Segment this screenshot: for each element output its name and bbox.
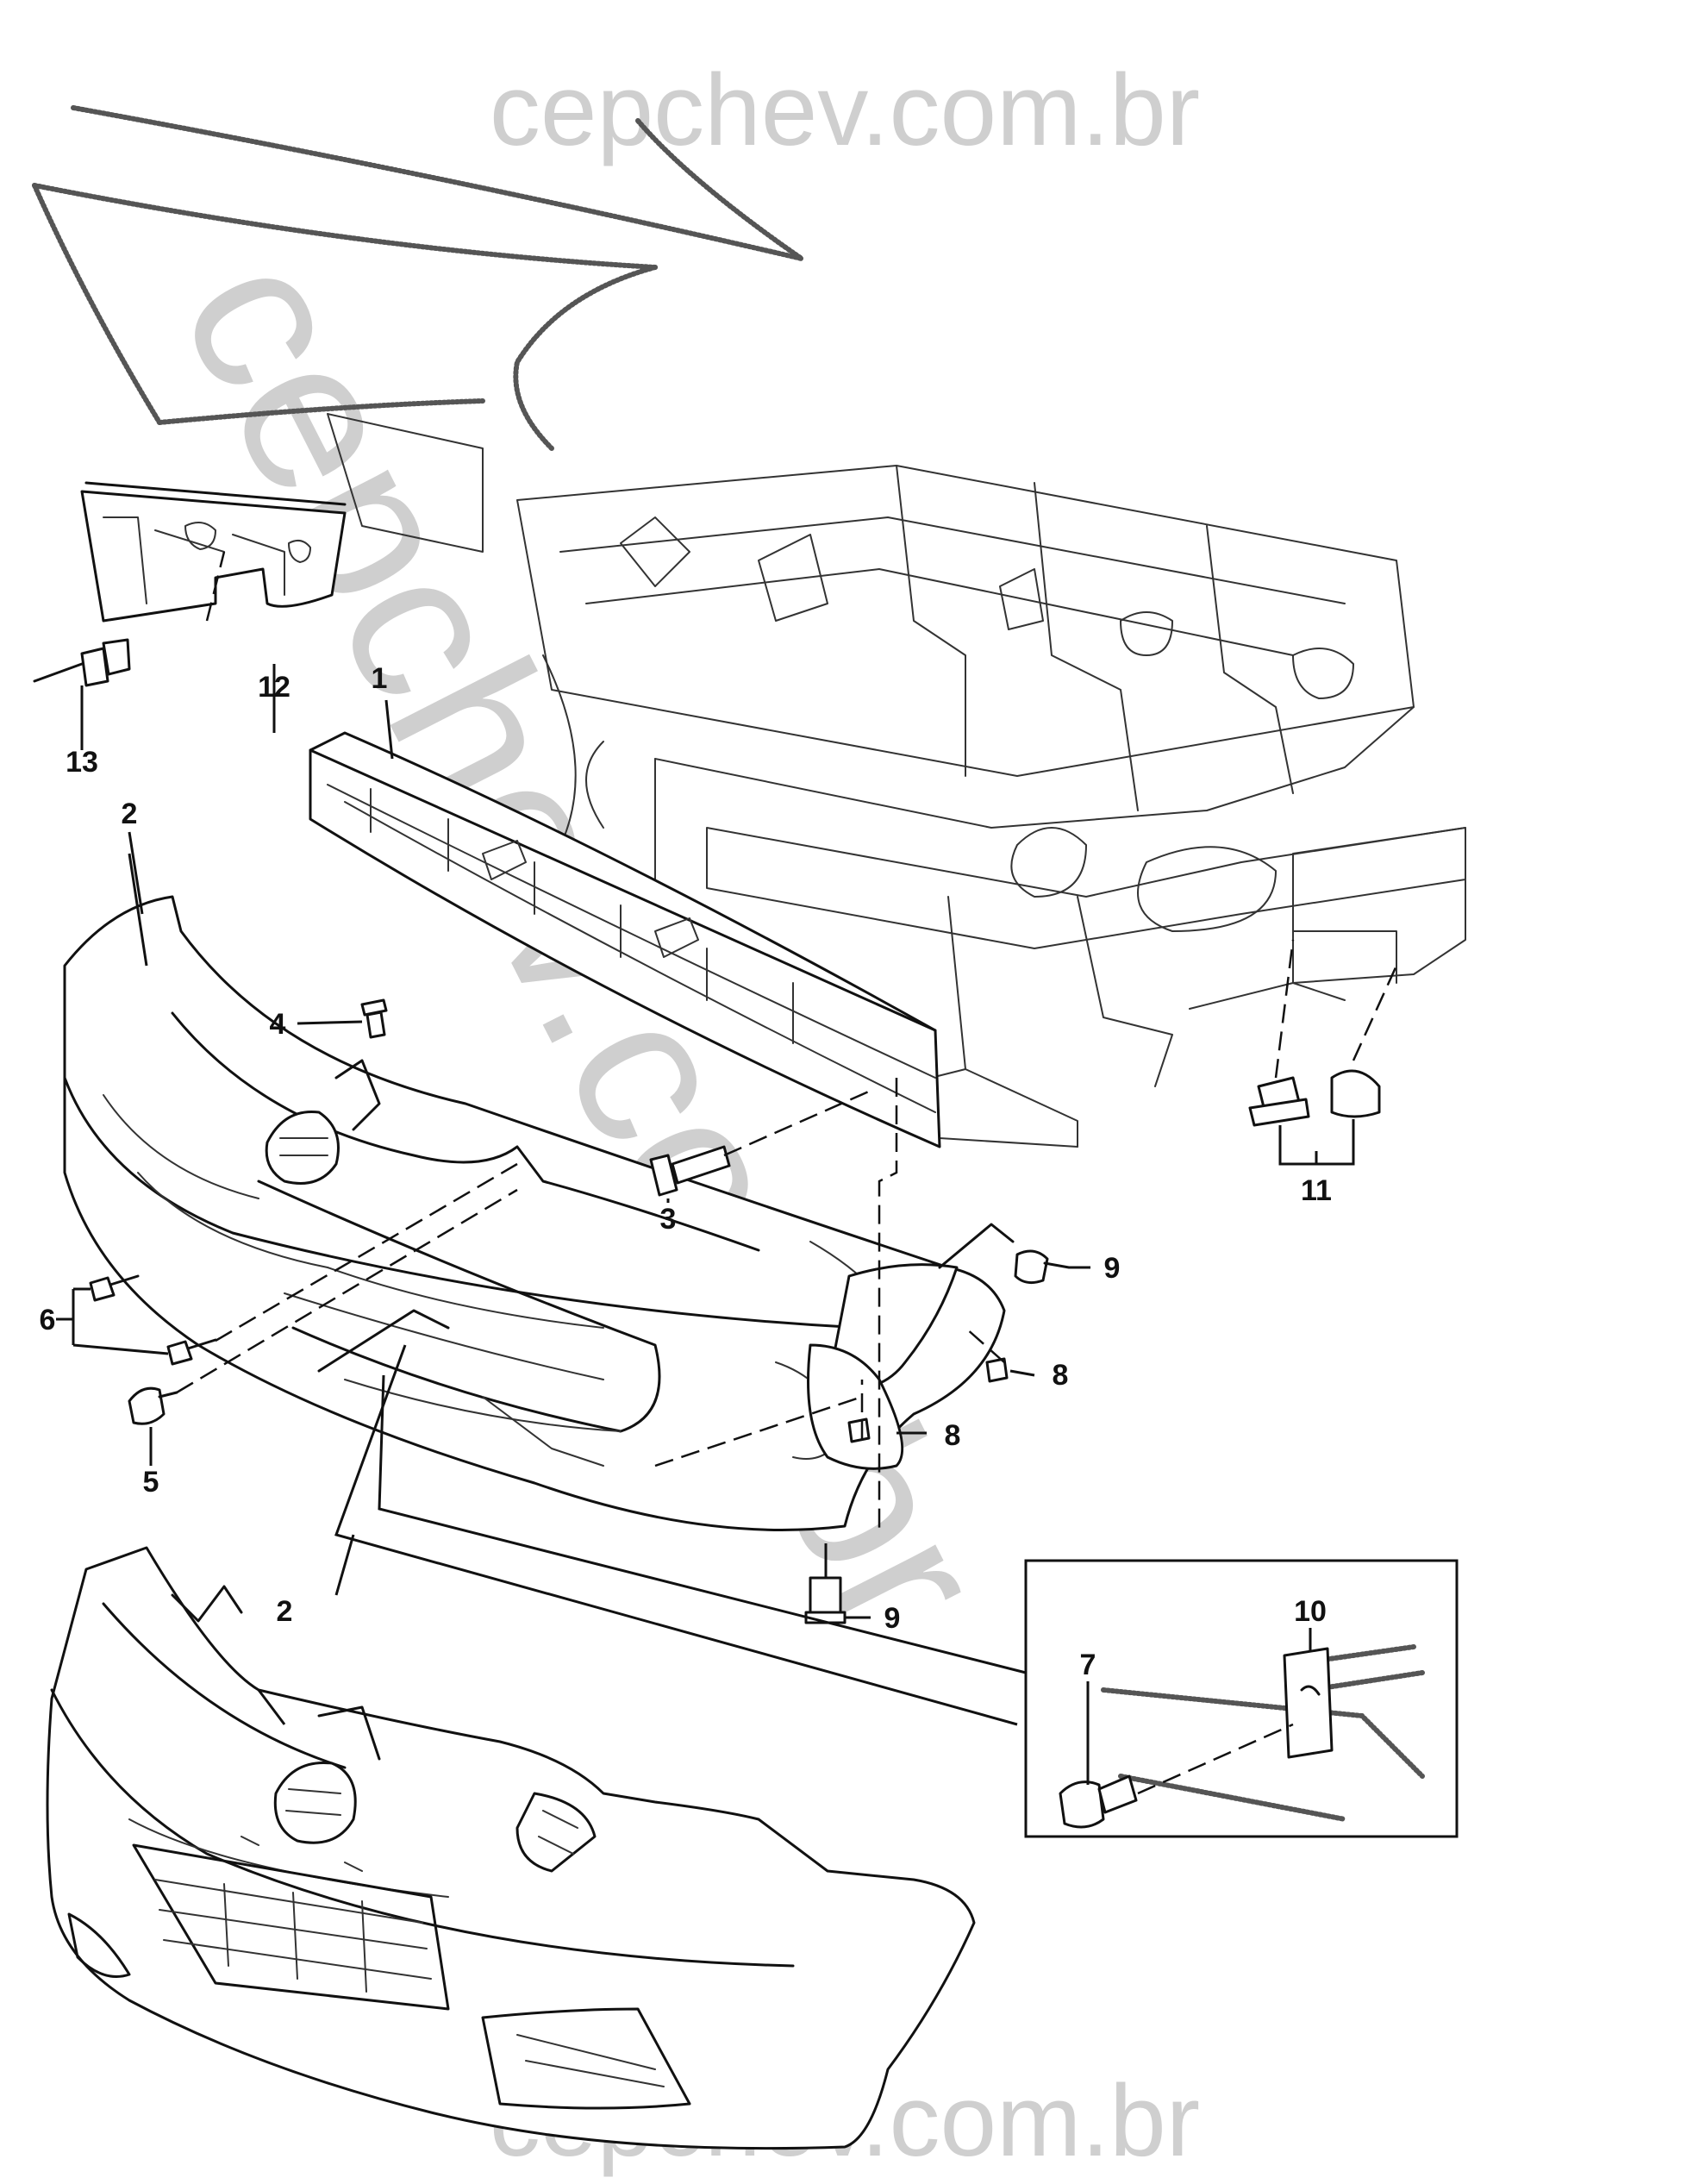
label-3: 3 <box>660 1203 677 1236</box>
label-5: 5 <box>143 1466 159 1499</box>
watermark-top: cepchev.com.br <box>490 53 1200 167</box>
label-9-top: 9 <box>1104 1252 1121 1285</box>
hood-outline <box>32 105 804 553</box>
part-12-bracket <box>80 481 347 623</box>
label-9-bottom: 9 <box>884 1602 901 1635</box>
detail-inset-box <box>1024 1559 1459 1838</box>
label-2-bottom: 2 <box>277 1595 293 1628</box>
part-13-pin <box>33 638 131 687</box>
part-1-impact-beam <box>309 731 941 1148</box>
label-6: 6 <box>40 1304 56 1336</box>
assembly-dash-lines <box>176 551 1398 1535</box>
label-7: 7 <box>1080 1649 1096 1681</box>
label-11: 11 <box>1301 1174 1332 1207</box>
part-2-front-bumper-upper <box>63 895 1015 1531</box>
label-13: 13 <box>66 746 98 779</box>
part-5-push-clip <box>128 1386 178 1425</box>
label-10: 10 <box>1294 1595 1327 1628</box>
part-2-front-bumper-lower <box>46 1546 976 2150</box>
part-9-bolts <box>804 1249 1071 1624</box>
part-11-bumper-stops <box>1248 1069 1381 1127</box>
part-8-screws <box>847 1357 1009 1443</box>
engine-bay-structure <box>516 465 1466 1148</box>
part-3-bolt <box>649 1145 731 1197</box>
part-labels: 1 2 2 3 4 5 6 7 8 8 9 9 10 11 12 13 <box>40 662 1332 1681</box>
label-8-lower: 8 <box>945 1419 961 1452</box>
part-4-clip <box>360 998 388 1039</box>
part-6-screws <box>89 1274 217 1366</box>
label-1: 1 <box>372 662 388 695</box>
label-12: 12 <box>258 671 290 704</box>
label-8-right: 8 <box>1053 1359 1069 1392</box>
leader-lines <box>56 664 1355 1785</box>
label-2-top: 2 <box>122 798 138 830</box>
label-4: 4 <box>270 1008 286 1041</box>
